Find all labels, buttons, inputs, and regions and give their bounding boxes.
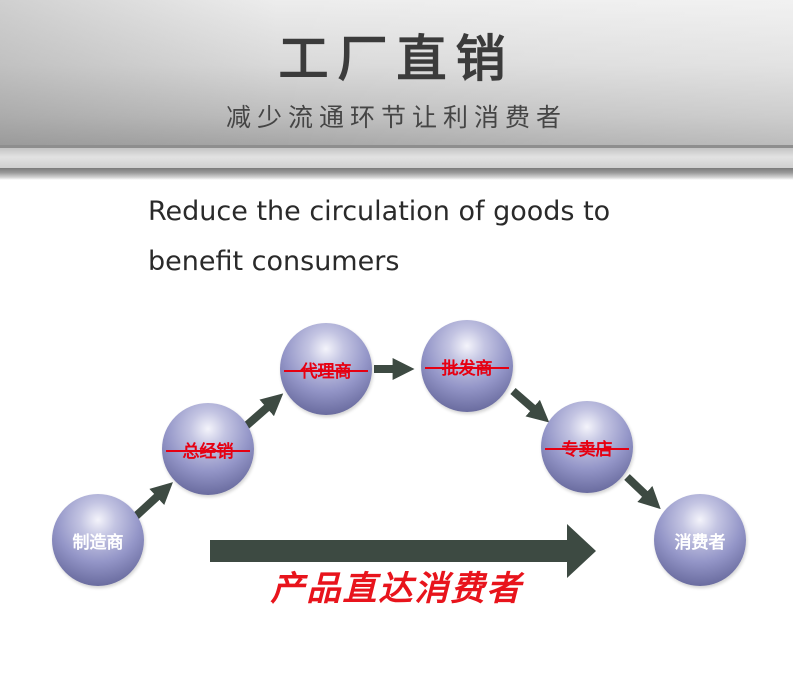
direct-caption: 产品直达消费者: [270, 569, 523, 609]
node-agent: 代理商: [280, 323, 372, 415]
node-label: 代理商: [284, 357, 368, 382]
node-wholesaler: 批发商: [421, 320, 513, 412]
node-specialty-store: 专卖店: [541, 401, 633, 493]
header-divider-shadow: [0, 168, 793, 180]
node-label: 总经销: [166, 437, 250, 462]
node-label: 批发商: [425, 354, 509, 379]
tagline-line-1: Reduce the circulation of goods to: [148, 196, 611, 227]
arrow-distributor-to-agent: [243, 393, 284, 430]
direct-arrow: [210, 524, 596, 578]
node-label: 制造商: [72, 532, 124, 553]
arrow-manufacturer-to-distributor: [133, 482, 173, 519]
node-label: 消费者: [674, 532, 726, 553]
arrow-wholesaler-to-store: [510, 387, 550, 423]
tagline-line-2: benefit consumers: [148, 246, 400, 277]
page-subtitle: 减少流通环节让利消费者: [225, 103, 567, 132]
page-title: 工厂直销: [278, 30, 515, 88]
header-divider-edge: [0, 145, 793, 148]
node-label: 专卖店: [545, 435, 629, 460]
arrow-store-to-consumer: [624, 474, 661, 510]
header-divider-band: [0, 148, 793, 168]
node-manufacturer: 制造商: [52, 494, 144, 586]
node-consumer: 消费者: [654, 494, 746, 586]
header-band: 工厂直销 减少流通环节让利消费者: [0, 0, 793, 145]
node-general-distributor: 总经销: [162, 403, 254, 495]
